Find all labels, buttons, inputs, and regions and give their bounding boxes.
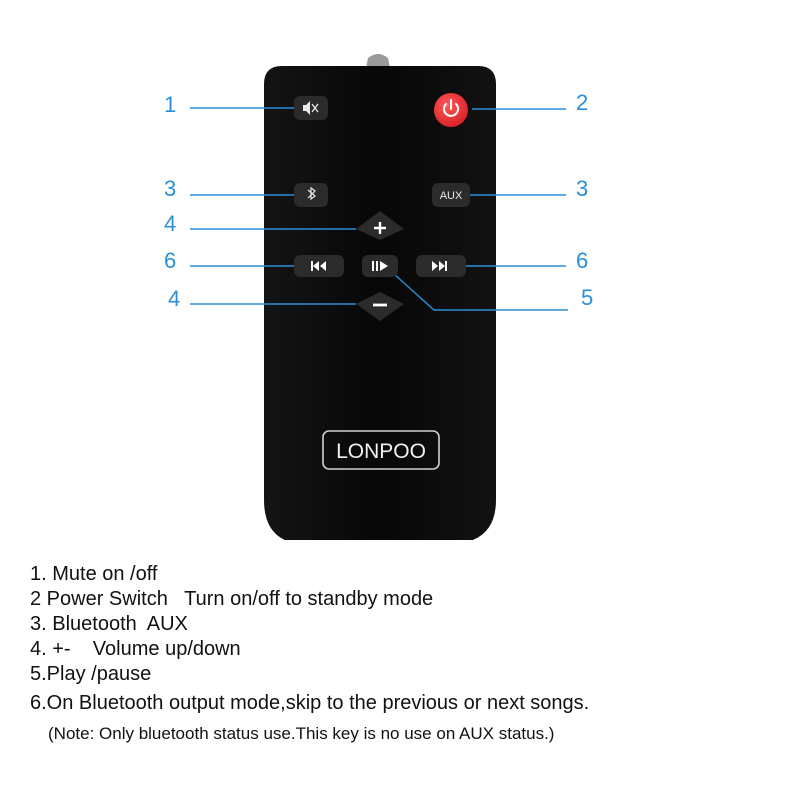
brand-name: LONPOO xyxy=(336,440,426,463)
callout-play-pause: 5 xyxy=(581,285,594,310)
brand-logo: LONPOO xyxy=(322,430,440,470)
callout-previous: 6 xyxy=(164,248,177,273)
next-icon xyxy=(432,261,447,271)
callout-bluetooth: 3 xyxy=(164,176,177,201)
previous-button[interactable] xyxy=(294,255,344,277)
volume-down-button[interactable] xyxy=(356,292,404,321)
description-volume: 4. +- Volume up/down xyxy=(30,638,241,660)
play-pause-button[interactable] xyxy=(362,255,398,277)
previous-icon xyxy=(311,261,326,271)
next-button[interactable] xyxy=(416,255,466,277)
plus-icon xyxy=(374,222,386,234)
volume-up-button[interactable] xyxy=(356,211,404,240)
description-bt-aux: 3. Bluetooth AUX xyxy=(30,613,188,635)
description-skip: 6.On Bluetooth output mode,skip to the p… xyxy=(30,692,590,714)
callout-volume-down: 4 xyxy=(168,286,181,311)
description-mute: 1. Mute on /off xyxy=(30,563,158,585)
bluetooth-button[interactable] xyxy=(294,183,328,207)
callout-volume-up: 4 xyxy=(164,211,177,236)
ir-emitter xyxy=(366,54,390,68)
power-button[interactable] xyxy=(434,93,468,127)
description-note: (Note: Only bluetooth status use.This ke… xyxy=(48,724,555,743)
callout-mute: 1 xyxy=(164,92,177,117)
play-pause-icon xyxy=(372,261,388,271)
remote-figure: AUX xyxy=(190,54,568,540)
leader-lines xyxy=(190,107,568,311)
power-icon xyxy=(443,99,459,117)
callout-next: 6 xyxy=(576,248,589,273)
callout-power: 2 xyxy=(576,90,589,115)
description-power: 2 Power Switch Turn on/off to standby mo… xyxy=(30,588,434,610)
description-play: 5.Play /pause xyxy=(30,663,152,685)
aux-button[interactable]: AUX xyxy=(432,183,470,207)
mute-button[interactable] xyxy=(294,96,328,120)
aux-label: AUX xyxy=(440,190,463,202)
callout-aux: 3 xyxy=(576,176,589,201)
bluetooth-icon xyxy=(307,186,316,201)
mute-icon xyxy=(303,101,319,115)
